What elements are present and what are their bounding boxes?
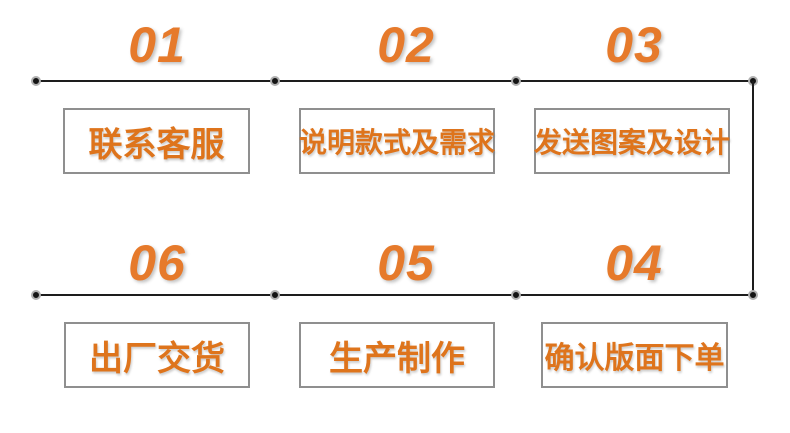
step-box-send-design: 发送图案及设计 xyxy=(534,108,730,174)
step-number-03: 03 xyxy=(605,17,663,73)
flow-line-top xyxy=(36,80,754,82)
step-box-confirm-layout-order: 确认版面下单 xyxy=(541,322,728,388)
connector-dot xyxy=(270,290,280,300)
flow-connector-vertical xyxy=(752,81,754,296)
connector-dot xyxy=(31,76,41,86)
connector-dot xyxy=(31,290,41,300)
step-box-explain-style-needs: 说明款式及需求 xyxy=(299,108,495,174)
step-label: 出厂交货 xyxy=(89,339,225,378)
step-number-01: 01 xyxy=(128,17,186,73)
step-box-production: 生产制作 xyxy=(299,322,495,388)
step-label: 联系客服 xyxy=(88,125,225,164)
step-label: 生产制作 xyxy=(329,339,465,378)
flow-line-bottom xyxy=(36,294,754,296)
step-number-05: 05 xyxy=(377,235,435,291)
step-label: 确认版面下单 xyxy=(544,342,725,375)
step-number-06: 06 xyxy=(128,235,186,291)
step-label: 说明款式及需求 xyxy=(299,127,496,158)
step-number-04: 04 xyxy=(605,235,663,291)
connector-dot xyxy=(511,76,521,86)
connector-dot xyxy=(511,290,521,300)
step-label: 发送图案及设计 xyxy=(534,127,731,158)
step-box-factory-delivery: 出厂交货 xyxy=(64,322,250,388)
step-number-02: 02 xyxy=(377,17,435,73)
step-box-contact-service: 联系客服 xyxy=(63,108,250,174)
connector-dot xyxy=(270,76,280,86)
connector-dot xyxy=(748,290,758,300)
